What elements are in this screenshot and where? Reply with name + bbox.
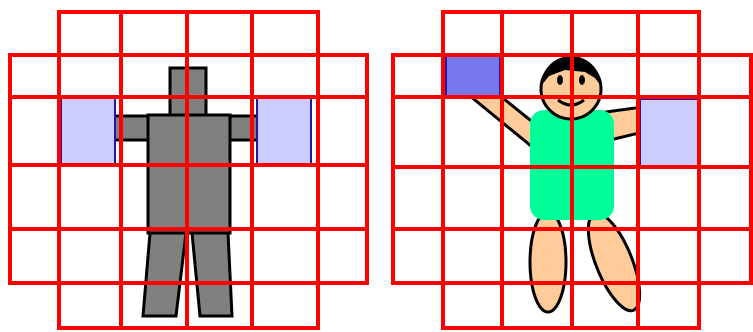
robot-right-leg [192, 233, 232, 316]
robot-panel [10, 10, 367, 330]
girl-left-eye [557, 75, 563, 85]
girl-panel [393, 10, 751, 330]
girl-lowered-hand-cell [640, 99, 698, 167]
robot-left-hand-cell [61, 97, 115, 165]
robot-right-hand-cell [257, 97, 311, 165]
robot-left-leg [143, 233, 186, 316]
girl-raised-hand-cell [446, 56, 500, 96]
robot-grid [10, 10, 367, 330]
girl-right-eye [579, 75, 585, 85]
